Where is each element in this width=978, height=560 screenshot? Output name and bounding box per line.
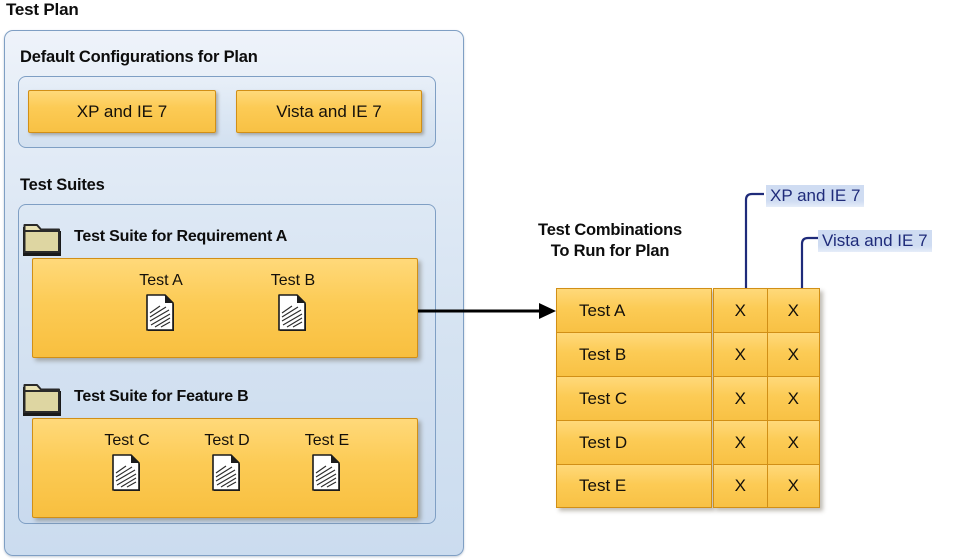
table-row[interactable]: Test A [556, 288, 712, 332]
combination-test-label: Test A [579, 300, 626, 320]
combinations-marks-grid: X X X X X X X X X X [713, 288, 820, 508]
combination-test-label: Test D [579, 432, 628, 452]
test-item-label: Test C [104, 432, 150, 449]
document-icon [146, 294, 174, 331]
suite-body-feature-b: Test C Test D [32, 418, 418, 518]
callout-connectors [744, 192, 820, 300]
combinations-title: Test Combinations To Run for Plan [500, 220, 720, 262]
mark-cell[interactable]: X [713, 376, 767, 420]
configuration-chip-xp-ie7[interactable]: XP and IE 7 [28, 90, 216, 133]
configuration-chip-label: XP and IE 7 [76, 101, 168, 121]
mark-cell[interactable]: X [713, 332, 767, 376]
column-callout-vista-ie7: Vista and IE 7 [818, 230, 932, 252]
configuration-chip-label: Vista and IE 7 [276, 101, 382, 121]
combinations-title-line1: Test Combinations [538, 221, 682, 239]
test-item[interactable]: Test B [251, 271, 335, 335]
default-configurations-heading: Default Configurations for Plan [20, 48, 258, 66]
combinations-test-name-column: Test A Test B Test C Test D Test E [556, 288, 712, 508]
folder-icon [23, 384, 61, 416]
combination-test-label: Test E [579, 476, 627, 495]
test-item-label: Test A [139, 272, 183, 289]
document-icon [112, 454, 140, 491]
mark-cell[interactable]: X [713, 420, 767, 464]
test-item[interactable]: Test A [119, 271, 203, 335]
table-row: X X [713, 376, 820, 420]
mark-cell[interactable]: X [766, 464, 820, 508]
suite-body-requirement-a: Test A Test B [32, 258, 418, 358]
table-row: X X [713, 464, 820, 508]
document-icon [212, 454, 240, 491]
mark-cell[interactable]: X [766, 420, 820, 464]
table-row: X X [713, 288, 820, 332]
suite-title-feature-b: Test Suite for Feature B [74, 388, 249, 405]
test-item[interactable]: Test E [285, 431, 369, 495]
table-row[interactable]: Test D [556, 420, 712, 464]
test-item-label: Test E [304, 432, 350, 449]
column-callout-xp-ie7: XP and IE 7 [766, 185, 865, 207]
right-arrow-icon [418, 303, 556, 319]
test-item[interactable]: Test D [185, 431, 269, 495]
page-title: Test Plan [6, 0, 79, 19]
mark-cell[interactable]: X [713, 464, 767, 508]
suite-title-requirement-a: Test Suite for Requirement A [74, 228, 288, 245]
table-row[interactable]: Test E [556, 464, 712, 508]
test-suites-heading: Test Suites [20, 176, 105, 194]
document-icon [278, 294, 306, 331]
mark-cell[interactable]: X [766, 288, 820, 332]
table-row[interactable]: Test C [556, 376, 712, 420]
mark-cell[interactable]: X [766, 332, 820, 376]
test-item-label: Test D [204, 432, 250, 449]
folder-icon [23, 224, 61, 256]
document-icon [312, 454, 340, 491]
table-row[interactable]: Test B [556, 332, 712, 376]
mark-cell[interactable]: X [766, 376, 820, 420]
table-row: X X [713, 332, 820, 376]
configuration-chip-vista-ie7[interactable]: Vista and IE 7 [236, 90, 422, 133]
table-row: X X [713, 420, 820, 464]
combinations-title-line2: To Run for Plan [550, 242, 670, 260]
test-item[interactable]: Test C [85, 431, 169, 495]
test-item-label: Test B [270, 272, 316, 289]
combination-test-label: Test B [579, 344, 627, 364]
mark-cell[interactable]: X [713, 288, 767, 332]
combination-test-label: Test C [579, 388, 628, 408]
